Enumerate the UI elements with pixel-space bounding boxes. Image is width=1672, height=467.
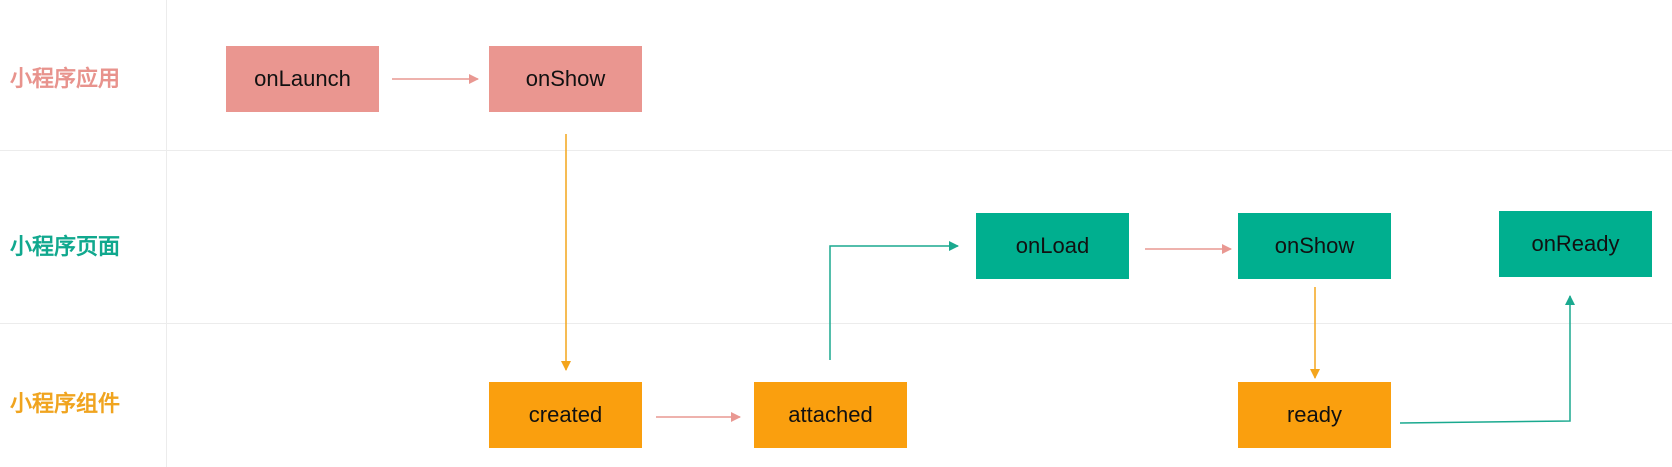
node-page-onload: onLoad bbox=[976, 213, 1129, 279]
lane-label-app: 小程序应用 bbox=[10, 67, 121, 92]
lane-label-page: 小程序页面 bbox=[10, 235, 121, 260]
lane-divider-2 bbox=[0, 323, 1672, 324]
arrow-attached-to-onload bbox=[829, 241, 959, 360]
node-page-onshow: onShow bbox=[1238, 213, 1391, 279]
node-comp-attached: attached bbox=[754, 382, 907, 448]
node-comp-created: created bbox=[489, 382, 642, 448]
node-app-onshow: onShow bbox=[489, 46, 642, 112]
lane-divider-vertical bbox=[166, 0, 167, 467]
lane-divider-1 bbox=[0, 150, 1672, 151]
node-page-onready: onReady bbox=[1499, 211, 1652, 277]
node-app-onlaunch: onLaunch bbox=[226, 46, 379, 112]
node-comp-ready: ready bbox=[1238, 382, 1391, 448]
lane-label-component: 小程序组件 bbox=[10, 392, 121, 417]
arrow-ready-to-onready bbox=[1399, 295, 1575, 424]
